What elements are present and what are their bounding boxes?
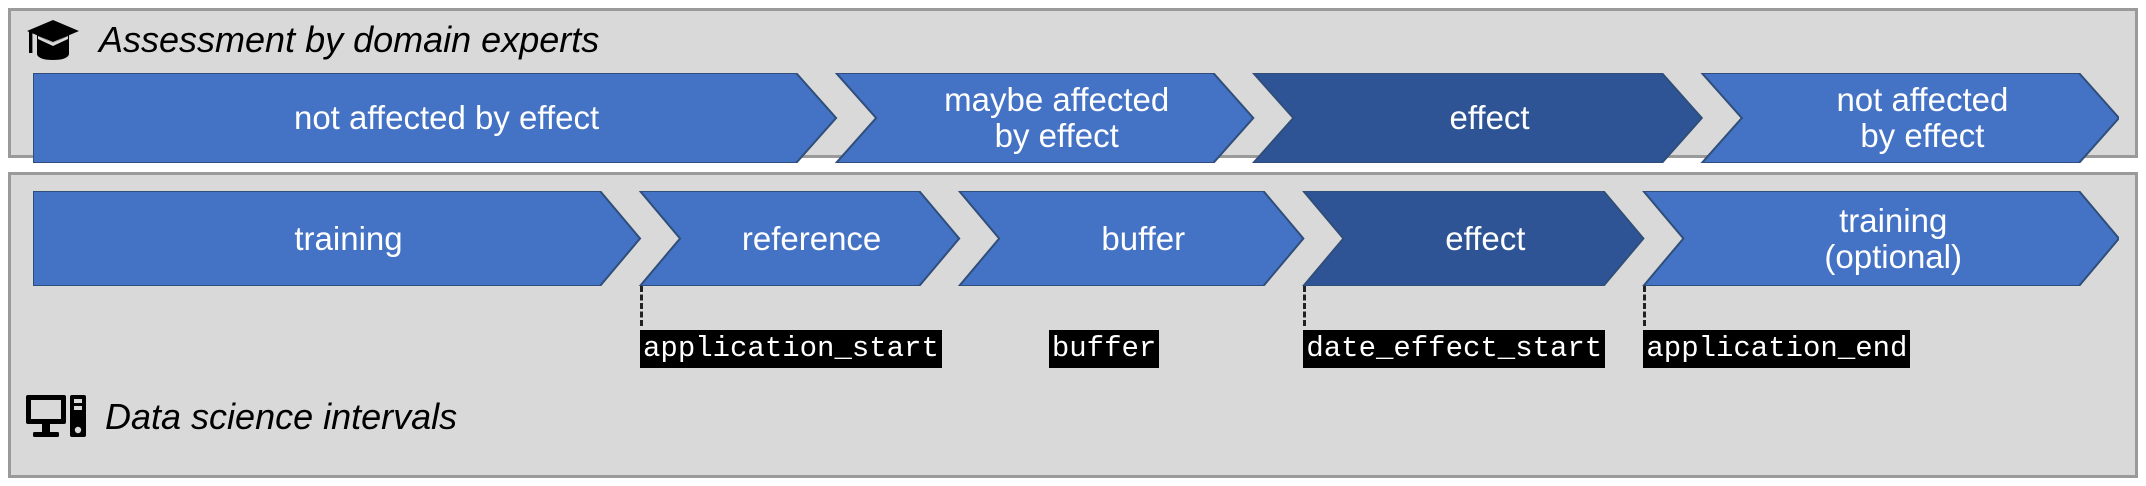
- chevron-segment: [638, 191, 961, 286]
- interval-code-label: date_effect_start: [1303, 330, 1606, 369]
- data-science-panel-title-text: Data science intervals: [105, 396, 458, 437]
- chevron-segment: [957, 191, 1305, 286]
- interval-tick: [1643, 286, 1647, 326]
- chevron-segment: [834, 73, 1255, 163]
- chevron-segment: [1302, 191, 1645, 286]
- interval-code-label: application_start: [640, 330, 942, 369]
- chevron-segment: [33, 73, 838, 163]
- panel-assessment-by-domain-experts: Assessment by domain experts not affecte…: [8, 8, 2138, 163]
- graduation-cap-icon: [25, 18, 81, 62]
- assessment-panel-title-text: Assessment by domain experts: [99, 19, 600, 60]
- chevron-shape-group: [33, 191, 2119, 286]
- desktop-computer-icon: [25, 393, 87, 441]
- interval-tick: [1303, 286, 1307, 326]
- interval-tick: [640, 286, 644, 326]
- chevron-segment: [33, 191, 642, 286]
- chevron-shape-group: [33, 73, 2119, 163]
- chevron-segment: [1700, 73, 2119, 163]
- interval-code-label: buffer: [1048, 330, 1160, 369]
- assessment-panel-title: Assessment by domain experts: [25, 15, 599, 65]
- data-science-panel-title: Data science intervals: [25, 393, 457, 441]
- interval-code-label: application_end: [1643, 330, 1911, 369]
- chevron-segment: [1642, 191, 2119, 286]
- chevron-segment: [1251, 73, 1704, 163]
